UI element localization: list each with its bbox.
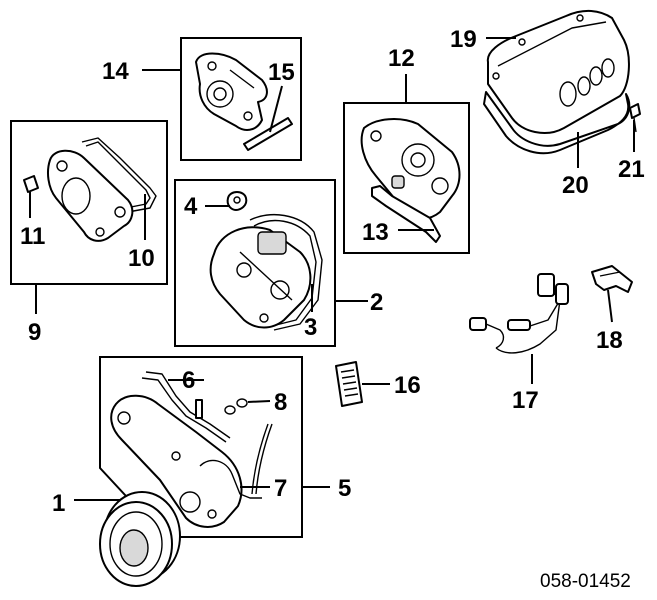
- leader-lines: [29, 37, 635, 501]
- callout-1: 1: [52, 490, 65, 517]
- callout-18: 18: [596, 327, 623, 354]
- frame-group-5: [99, 356, 303, 538]
- callout-13: 13: [362, 219, 389, 246]
- frame-group-2: [174, 179, 336, 347]
- part-gasket-6: [141, 371, 231, 443]
- callout-4: 4: [184, 193, 198, 220]
- callout-11: 11: [20, 223, 45, 250]
- frame-group-14: [180, 37, 302, 161]
- callout-12: 12: [388, 45, 415, 72]
- part-cover-5: [110, 394, 243, 528]
- part-cover-2: [209, 226, 312, 329]
- callout-7: 7: [274, 475, 287, 502]
- part-washer-4: [226, 191, 248, 211]
- diagram-code: 058-01452: [540, 571, 631, 592]
- part-bolt-5: [195, 399, 203, 419]
- part-sensor-17: [469, 273, 569, 354]
- callout-19: 19: [450, 26, 477, 53]
- part-rod-15: [243, 117, 293, 151]
- callout-10: 10: [128, 245, 155, 272]
- callout-20: 20: [562, 172, 589, 199]
- part-seal-8: [224, 398, 248, 415]
- callout-5: 5: [338, 475, 351, 502]
- callout-17: 17: [512, 387, 539, 414]
- frame-group-9: [10, 120, 168, 285]
- callout-16: 16: [394, 372, 421, 399]
- part-gasket-3: [249, 213, 323, 331]
- callout-15: 15: [268, 59, 295, 86]
- part-pulley-1: [99, 491, 181, 587]
- part-clip-11: [23, 175, 39, 193]
- part-cover-12: [360, 118, 461, 220]
- part-cover-9: [47, 149, 134, 242]
- callout-14: 14: [102, 58, 129, 85]
- callout-8: 8: [274, 389, 287, 416]
- part-gasket-20: [483, 91, 631, 155]
- part-bracket-18: [591, 265, 633, 293]
- callout-9: 9: [28, 319, 41, 346]
- callout-6: 6: [182, 367, 195, 394]
- part-label-16: [335, 361, 363, 407]
- part-head-cover-19: [486, 10, 630, 134]
- part-bracket-13: [371, 185, 441, 243]
- callout-3: 3: [304, 314, 317, 341]
- callout-2: 2: [370, 289, 383, 316]
- part-cover-14: [195, 52, 268, 131]
- callout-21: 21: [618, 156, 645, 183]
